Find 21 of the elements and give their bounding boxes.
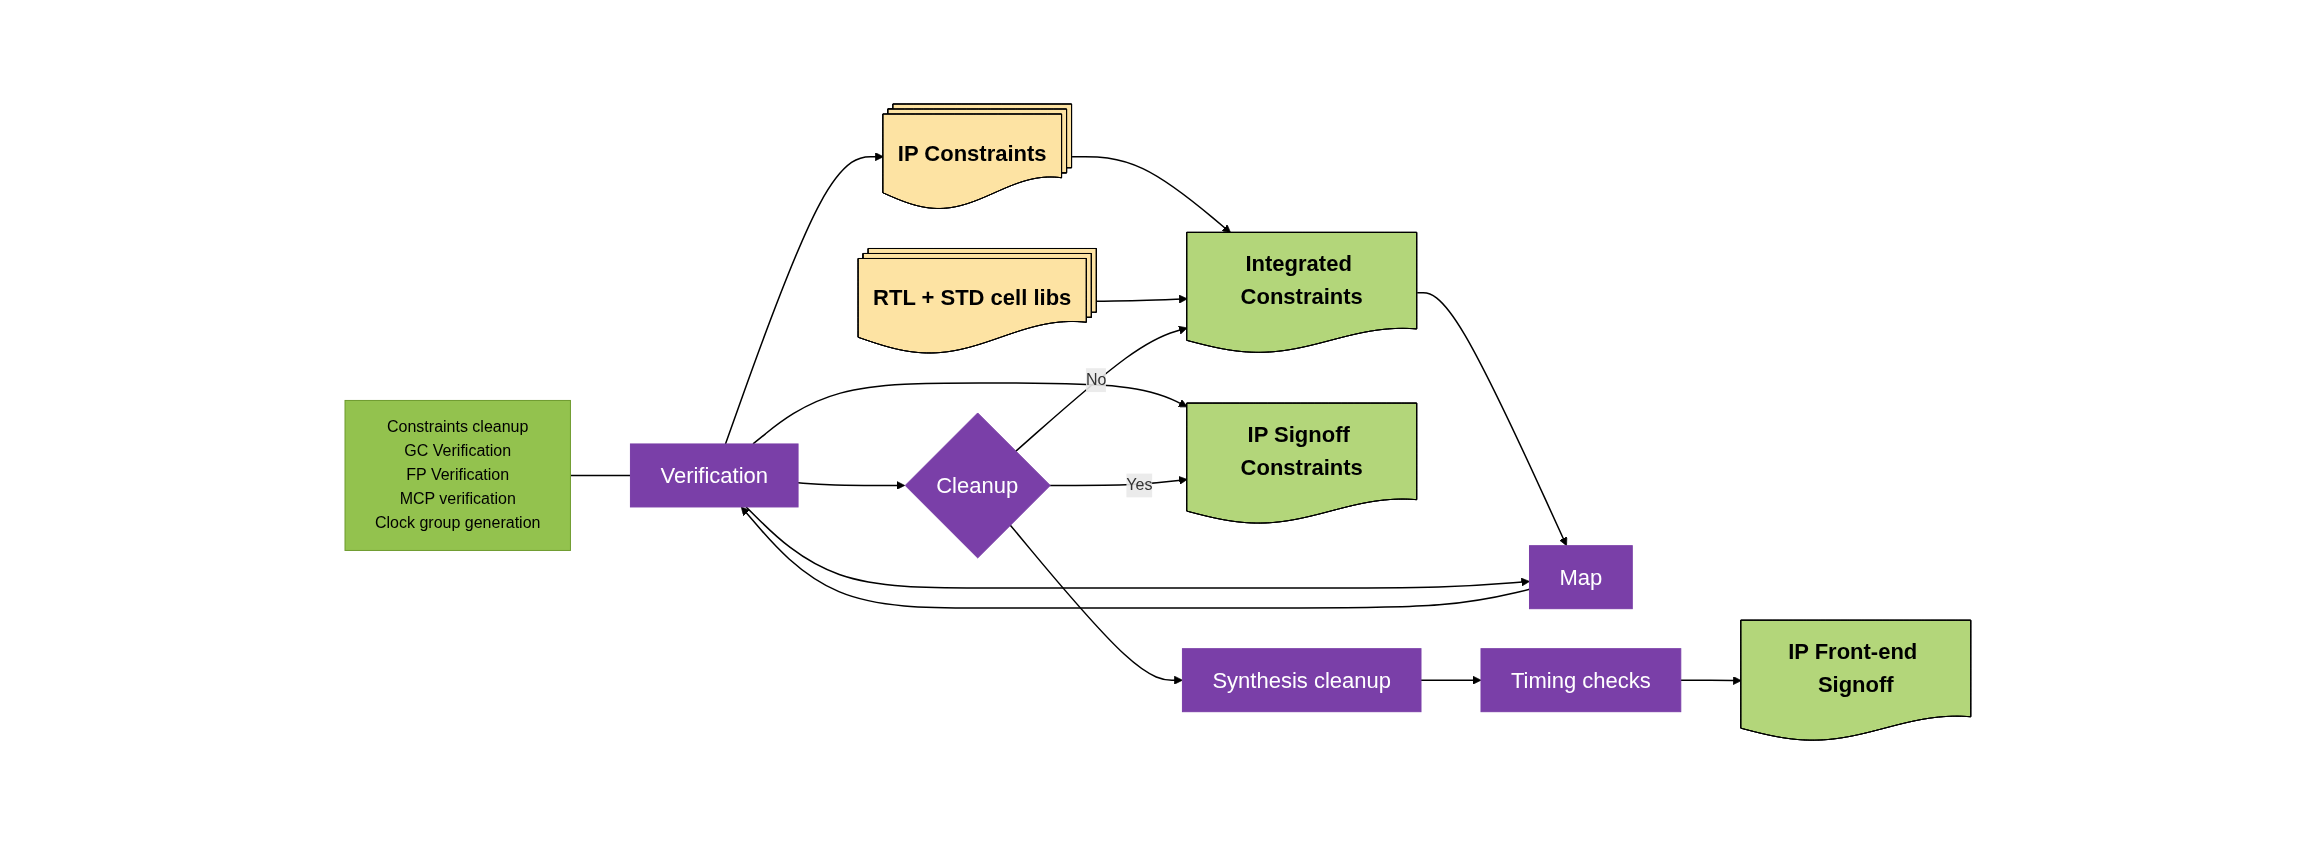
- node-box: Timing checks: [1480, 648, 1682, 713]
- arrow: [745, 506, 1530, 589]
- node-diamond: Cleanup: [904, 412, 1051, 559]
- arrow: [1420, 675, 1482, 685]
- edge-label: Yes: [1126, 476, 1153, 494]
- node-box: Constraints cleanup GC Verification FP Verification MCP verification Clock group generation: [344, 399, 572, 551]
- arrow: [1071, 155, 1232, 234]
- arrow: [741, 506, 1531, 609]
- arrow: [752, 382, 1188, 445]
- node-box: Synthesis cleanup: [1182, 648, 1422, 713]
- arrow: [1680, 676, 1742, 685]
- arrow: [797, 480, 906, 490]
- node-box: Verification: [630, 443, 799, 508]
- connector: [569, 474, 632, 477]
- arrow: [1015, 325, 1188, 453]
- edge-label: No: [1086, 371, 1107, 389]
- arrow: [1009, 524, 1183, 685]
- node-box: Map: [1529, 545, 1633, 610]
- arrow: [1096, 294, 1188, 304]
- arrow: [1416, 291, 1568, 546]
- arrow: [724, 152, 884, 445]
